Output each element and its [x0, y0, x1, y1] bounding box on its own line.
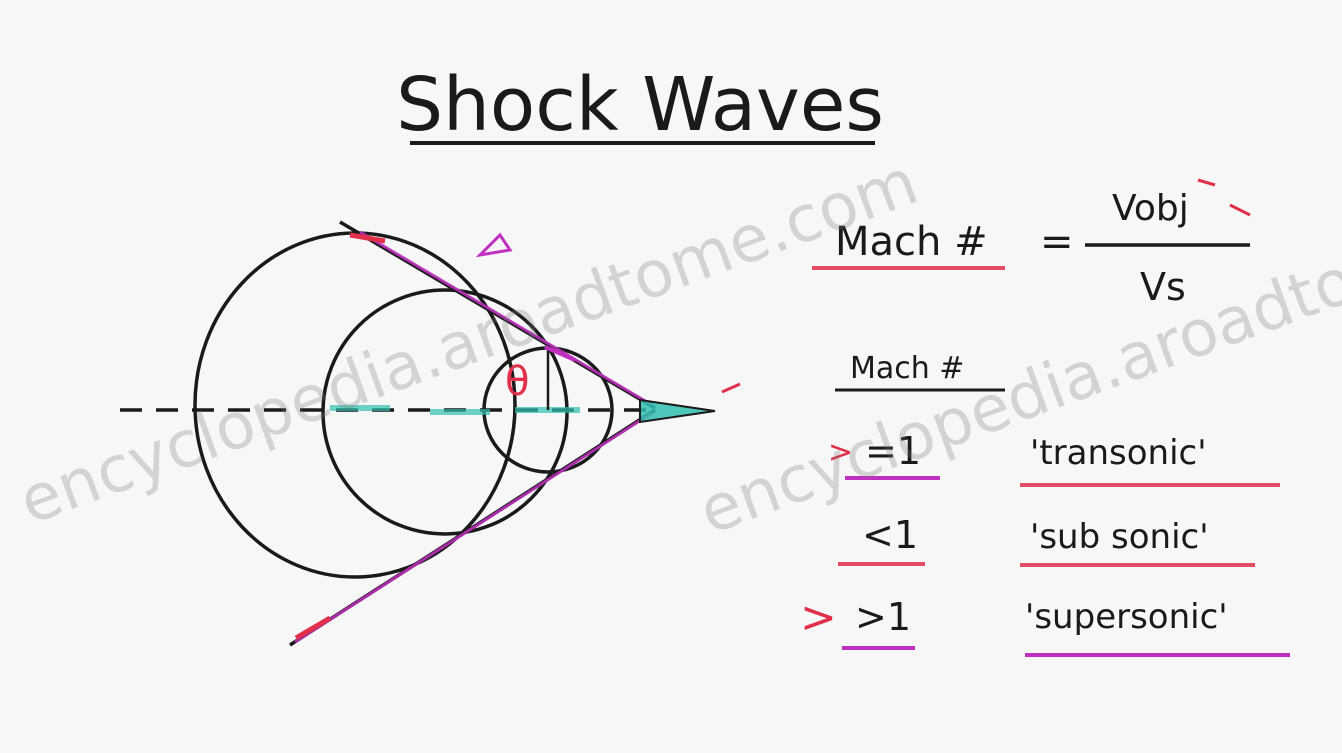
red-mark-bottom [294, 615, 332, 641]
shock-cone-upper-highlight [359, 230, 653, 407]
numerator-red-mark [1197, 178, 1216, 187]
shock-cone-lower-highlight [294, 411, 653, 644]
row-arrow-3: > [800, 592, 837, 643]
formula-denominator: Vs [1140, 265, 1186, 309]
moving-object-outline [639, 398, 716, 424]
row-label-3: 'supersonic' [1025, 597, 1228, 637]
numerator-red-mark-2 [1229, 203, 1251, 217]
row-value-3: >1 [855, 595, 911, 639]
formula-lhs: Mach # [835, 219, 988, 265]
red-mark-top [349, 232, 386, 244]
row-value-2: <1 [862, 513, 918, 557]
row-label-1: 'transonic' [1030, 433, 1207, 473]
row-value-1: =1 [865, 429, 921, 473]
arrow-mark-top [475, 232, 513, 258]
formula-equals: = [1040, 219, 1074, 265]
angle-highlight [544, 345, 576, 362]
row-arrow-1: > [828, 435, 853, 470]
row-label-2: 'sub sonic' [1030, 517, 1209, 557]
angle-label: θ [505, 359, 529, 405]
moving-object [640, 400, 715, 422]
table-header: Mach # [850, 351, 964, 386]
page-title: Shock Waves [396, 62, 884, 148]
object-tick-mark [721, 382, 741, 394]
formula-numerator: Vobj [1112, 188, 1189, 229]
wavefront-large [193, 231, 517, 579]
